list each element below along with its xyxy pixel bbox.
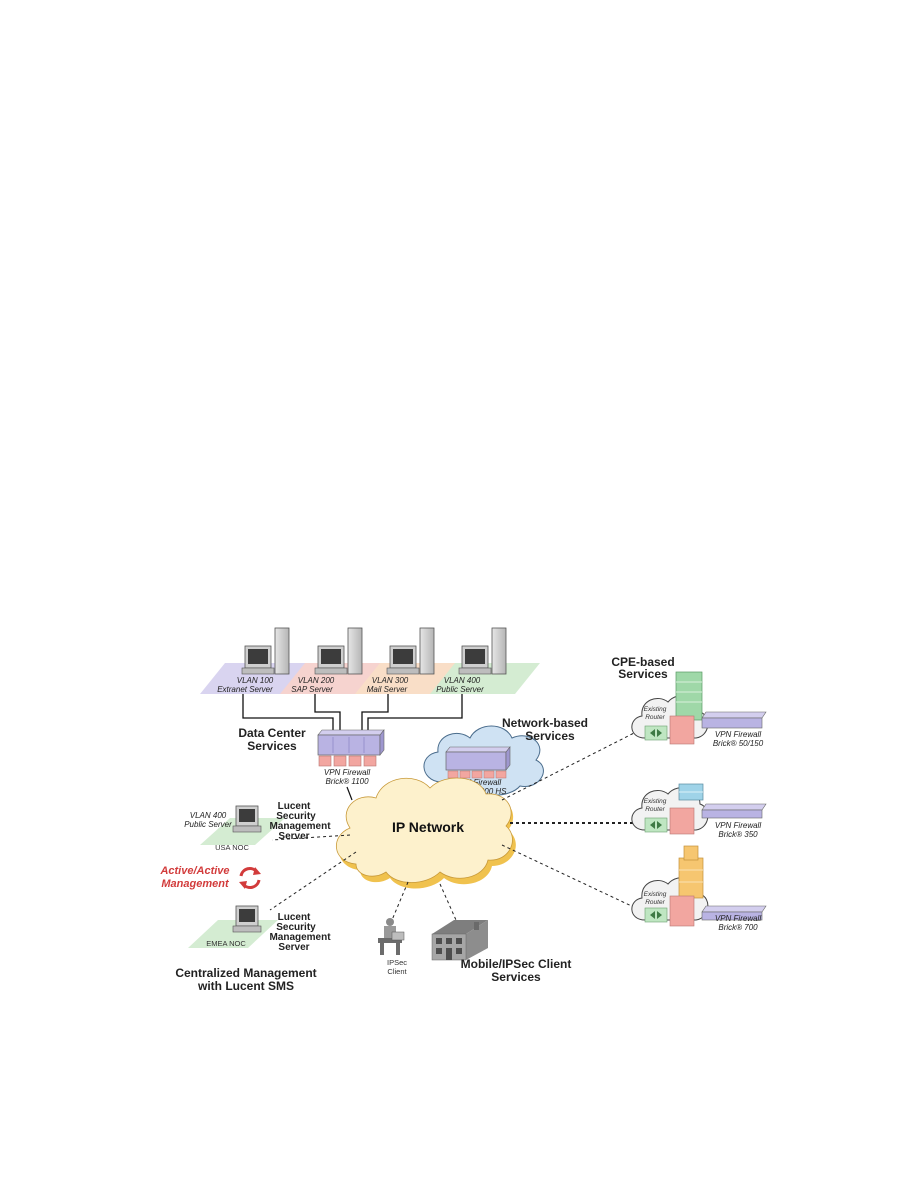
datacenter-connectors xyxy=(242,694,463,730)
site1-router-1: Existing xyxy=(644,706,667,713)
sync-icon xyxy=(239,867,261,889)
emea-lsms-2: Security xyxy=(276,922,316,933)
server-3 xyxy=(386,627,435,675)
usa-lsms-4: Server xyxy=(278,831,309,842)
usa-vlan-label-2: Public Server xyxy=(184,820,232,829)
data-center-label-1: Data Center xyxy=(238,726,306,740)
cpe-site-2 xyxy=(631,783,767,835)
centralized-label-2: with Lucent SMS xyxy=(197,979,294,993)
ip-network-cloud xyxy=(335,777,516,889)
vlan-300-server: Mail Server xyxy=(367,685,408,694)
site3-fw-2: Brick® 700 xyxy=(718,923,758,932)
cpe-site-3 xyxy=(631,845,767,927)
emea-lsms-4: Server xyxy=(278,942,309,953)
ipsec-client-label-2: Client xyxy=(387,967,407,976)
cpe-label-1: CPE-based xyxy=(611,655,674,669)
server-2 xyxy=(314,627,363,675)
cpe-site-1 xyxy=(631,671,767,745)
vlan-400-label: VLAN 400 xyxy=(444,676,481,685)
fw1100-label-2: Brick® 1100 xyxy=(325,777,369,786)
vlan-strips xyxy=(200,663,540,694)
server-4 xyxy=(458,627,507,675)
site3-router-2: Router xyxy=(645,899,665,906)
site2-fw-2: Brick® 350 xyxy=(718,830,758,839)
dashed-links xyxy=(269,729,641,921)
fw1100-link xyxy=(346,786,353,801)
firewall-1200hs xyxy=(445,746,511,779)
site3-router-1: Existing xyxy=(644,891,667,898)
site1-fw-2: Brick® 50/150 xyxy=(713,739,764,748)
vlan-200-label: VLAN 200 xyxy=(298,676,335,685)
vlan-300-label: VLAN 300 xyxy=(372,676,409,685)
network-services-label-1: Network-based xyxy=(502,716,588,730)
usa-lsms-2: Security xyxy=(276,811,316,822)
vlan-100-server: Extranet Server xyxy=(217,685,273,694)
active-label-2: Management xyxy=(161,878,230,890)
emea-lsms-3: Management xyxy=(269,932,331,943)
vlan-400-server: Public Server xyxy=(436,685,484,694)
usa-noc-label: USA NOC xyxy=(215,843,249,852)
fw1100-label-1: VPN Firewall xyxy=(324,768,370,777)
emea-lsms-1: Lucent xyxy=(278,912,311,923)
emea-noc-label: EMEA NOC xyxy=(206,939,246,948)
ip-network-label: IP Network xyxy=(392,819,464,835)
mobile-label-1: Mobile/IPSec Client xyxy=(461,957,572,971)
site2-router-2: Router xyxy=(645,806,665,813)
emea-noc-computer xyxy=(232,905,262,933)
network-services-label-2: Services xyxy=(525,729,575,743)
centralized-label-1: Centralized Management xyxy=(175,966,316,980)
usa-lsms-3: Management xyxy=(269,821,331,832)
site2-fw-1: VPN Firewall xyxy=(715,821,761,830)
active-label-1: Active/Active xyxy=(159,865,229,877)
usa-noc-computer xyxy=(232,805,262,833)
house-icon xyxy=(431,920,488,961)
ipsec-client-label-1: IPSec xyxy=(387,958,407,967)
firewall-1100 xyxy=(317,729,385,767)
usa-vlan-label-1: VLAN 400 xyxy=(190,811,227,820)
mobile-label-2: Services xyxy=(491,970,541,984)
vlan-100-label: VLAN 100 xyxy=(237,676,274,685)
ipsec-client-icon xyxy=(378,918,405,955)
site1-fw-1: VPN Firewall xyxy=(715,730,761,739)
usa-lsms-1: Lucent xyxy=(278,801,311,812)
vlan-200-server: SAP Server xyxy=(291,685,333,694)
cpe-label-2: Services xyxy=(618,667,668,681)
site2-router-1: Existing xyxy=(644,798,667,805)
fw1200-label-1: VPN Firewall xyxy=(455,778,501,787)
server-1 xyxy=(241,627,290,675)
data-center-label-2: Services xyxy=(247,739,297,753)
vlan-strip-400 xyxy=(430,663,540,694)
site3-fw-1: VPN Firewall xyxy=(715,914,761,923)
site1-router-2: Router xyxy=(645,714,665,721)
